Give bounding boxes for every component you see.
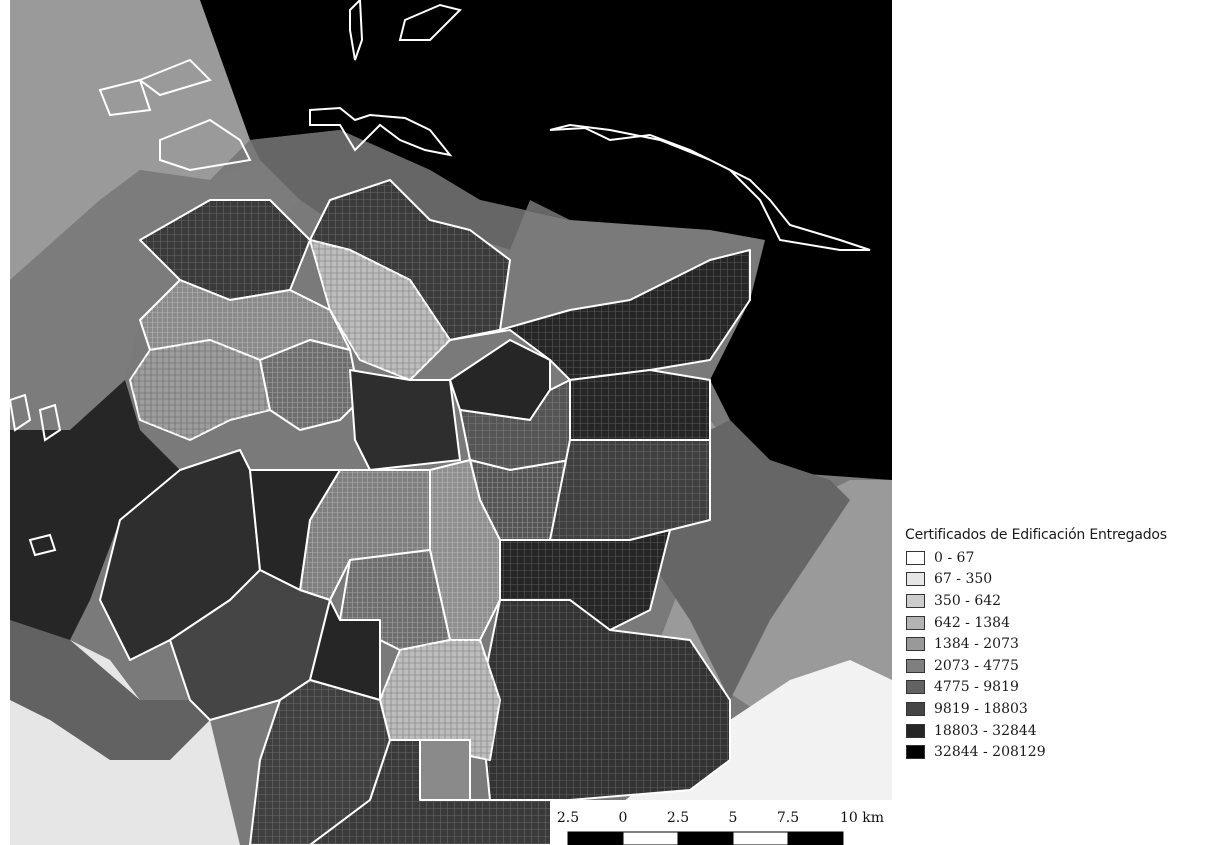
north-outline-3 bbox=[309, 106, 453, 157]
legend-item: 18803 - 32844 bbox=[905, 720, 1210, 742]
comuna-nunoa-streets bbox=[470, 460, 570, 540]
comuna-south-narrow bbox=[419, 739, 471, 801]
comuna-east-north-streets bbox=[450, 250, 750, 380]
north-outline-5 bbox=[137, 58, 212, 97]
legend-title: Certificados de Edificación Entregados bbox=[905, 527, 1167, 543]
comuna-west-a-streets bbox=[130, 340, 270, 440]
region-southwest-grey bbox=[10, 620, 210, 760]
comuna-el-bosque-streets bbox=[250, 680, 390, 845]
legend-swatch bbox=[906, 615, 925, 630]
comuna-boundaries bbox=[99, 179, 751, 845]
comuna-la-florida-streets bbox=[480, 600, 730, 800]
legend-item: 0 - 67 bbox=[905, 547, 1210, 569]
west-outline-3 bbox=[28, 533, 57, 557]
legend-label: 67 - 350 bbox=[934, 571, 993, 588]
west-outline-2 bbox=[38, 403, 62, 442]
scale-label-7-5: 7.5 bbox=[777, 810, 799, 826]
scale-segment-5 bbox=[787, 831, 844, 845]
comuna-la-reina-streets bbox=[550, 440, 710, 540]
comuna-las-condes-streets bbox=[570, 370, 710, 440]
legend-item: 67 - 350 bbox=[905, 569, 1210, 591]
scale-bar: 2.5 0 2.5 5 7.5 10 km bbox=[550, 800, 892, 845]
scale-segment-2 bbox=[622, 831, 679, 845]
region-west-dark bbox=[10, 380, 180, 650]
north-outline-2 bbox=[398, 3, 462, 41]
legend-label: 32844 - 208129 bbox=[934, 744, 1046, 761]
comuna-centro bbox=[349, 369, 461, 471]
legend-item: 4775 - 9819 bbox=[905, 677, 1210, 699]
legend-swatch bbox=[906, 658, 925, 673]
north-outline-7 bbox=[159, 118, 252, 172]
scale-label-5: 5 bbox=[729, 810, 738, 826]
legend-item: 350 - 642 bbox=[905, 590, 1210, 612]
legend-label: 642 - 1384 bbox=[934, 614, 1010, 631]
legend-item: 32844 - 208129 bbox=[905, 741, 1210, 763]
scale-label-10-km: 10 km bbox=[840, 810, 884, 826]
north-outline-1 bbox=[349, 0, 364, 61]
north-outline-4 bbox=[549, 123, 871, 251]
legend-swatch bbox=[906, 723, 925, 738]
region-north-dark bbox=[200, 0, 892, 480]
comuna-south-centre-a-streets bbox=[300, 470, 430, 600]
legend-swatch bbox=[906, 637, 925, 652]
region-northwest bbox=[10, 0, 250, 280]
comuna-maipu-south bbox=[169, 569, 331, 721]
scale-bar-segments bbox=[567, 831, 844, 845]
comuna-nw1-streets bbox=[140, 200, 310, 300]
legend-label: 1384 - 2073 bbox=[934, 636, 1019, 653]
legend-swatch bbox=[906, 680, 925, 695]
scale-segment-4 bbox=[732, 831, 789, 845]
northern-outlines bbox=[10, 0, 871, 557]
legend-swatch bbox=[906, 593, 925, 608]
map-legend: Certificados de Edificación Entregados 0… bbox=[905, 527, 1210, 763]
legend-item: 9819 - 18803 bbox=[905, 698, 1210, 720]
comuna-south-centre-b-streets bbox=[430, 460, 500, 640]
legend-label: 0 - 67 bbox=[934, 549, 975, 566]
comuna-south-light-streets bbox=[380, 640, 500, 760]
legend-label: 18803 - 32844 bbox=[934, 722, 1037, 739]
choropleth-map: 2.5 0 2.5 5 7.5 10 km bbox=[10, 0, 892, 845]
north-outline-6 bbox=[98, 78, 152, 117]
comuna-north-light-streets bbox=[310, 240, 450, 380]
comuna-west-b-streets bbox=[260, 340, 360, 430]
comuna-west-mid-streets bbox=[140, 280, 350, 360]
legend-swatch bbox=[906, 572, 925, 587]
legend-swatch bbox=[906, 701, 925, 716]
scale-segment-3 bbox=[677, 831, 734, 845]
legend-swatch bbox=[906, 550, 925, 565]
comuna-puente-alto-streets bbox=[310, 740, 570, 845]
scale-label-0: 0 bbox=[619, 810, 628, 826]
scale-segment-1 bbox=[567, 831, 624, 845]
legend-label: 2073 - 4775 bbox=[934, 657, 1019, 674]
legend-label: 350 - 642 bbox=[934, 592, 1002, 609]
comuna-penalolen-streets bbox=[500, 530, 670, 630]
comuna-la-cisterna bbox=[309, 599, 381, 701]
legend-item: 1384 - 2073 bbox=[905, 633, 1210, 655]
comuna-north1-streets bbox=[310, 180, 510, 340]
legend-items: 0 - 67 67 - 350 350 - 642 642 - 1384 1384 - … bbox=[905, 547, 1210, 763]
legend-label: 9819 - 18803 bbox=[934, 700, 1028, 717]
west-outline-1 bbox=[10, 393, 32, 432]
legend-item: 2073 - 4775 bbox=[905, 655, 1210, 677]
comuna-providencia-streets bbox=[460, 380, 570, 470]
comuna-southwest-mid bbox=[249, 469, 341, 591]
legend-label: 4775 - 9819 bbox=[934, 679, 1019, 696]
scale-label-2-5: 2.5 bbox=[667, 810, 689, 826]
legend-swatch bbox=[906, 745, 925, 760]
scale-label-neg-2-5: 2.5 bbox=[557, 810, 579, 826]
legend-item: 642 - 1384 bbox=[905, 612, 1210, 634]
